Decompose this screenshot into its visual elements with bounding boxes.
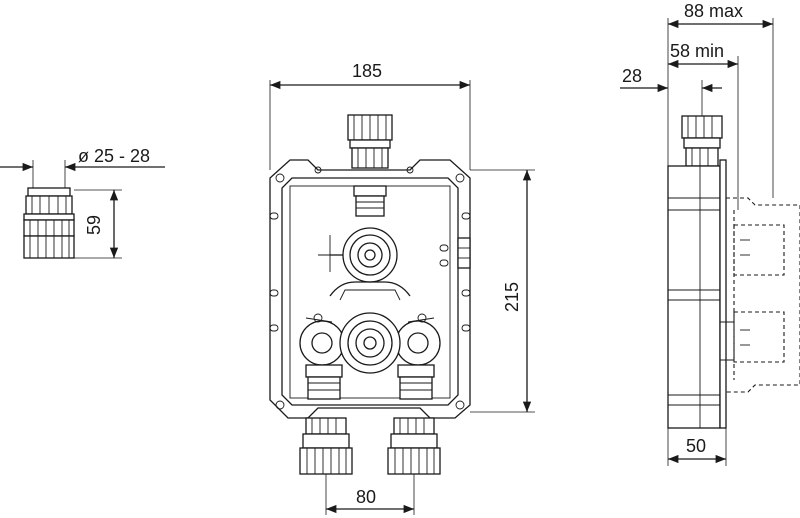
- depth-min-label: 58 min: [670, 41, 724, 61]
- offset-label: 28: [622, 66, 642, 86]
- depth-max-label: 88 max: [684, 1, 743, 21]
- height-label: 215: [502, 282, 522, 312]
- fitting-diameter-label: ø 25 - 28: [78, 146, 150, 166]
- outlet-spacing-label: 80: [356, 487, 376, 507]
- width-label: 185: [352, 61, 382, 81]
- body-depth-label: 50: [686, 436, 706, 456]
- fitting-detail: ø 25 - 28 59: [0, 146, 165, 259]
- fitting-height-label: 59: [84, 215, 104, 235]
- side-view: 88 max 58 min 28 50: [620, 1, 800, 466]
- front-view: 185: [269, 61, 535, 515]
